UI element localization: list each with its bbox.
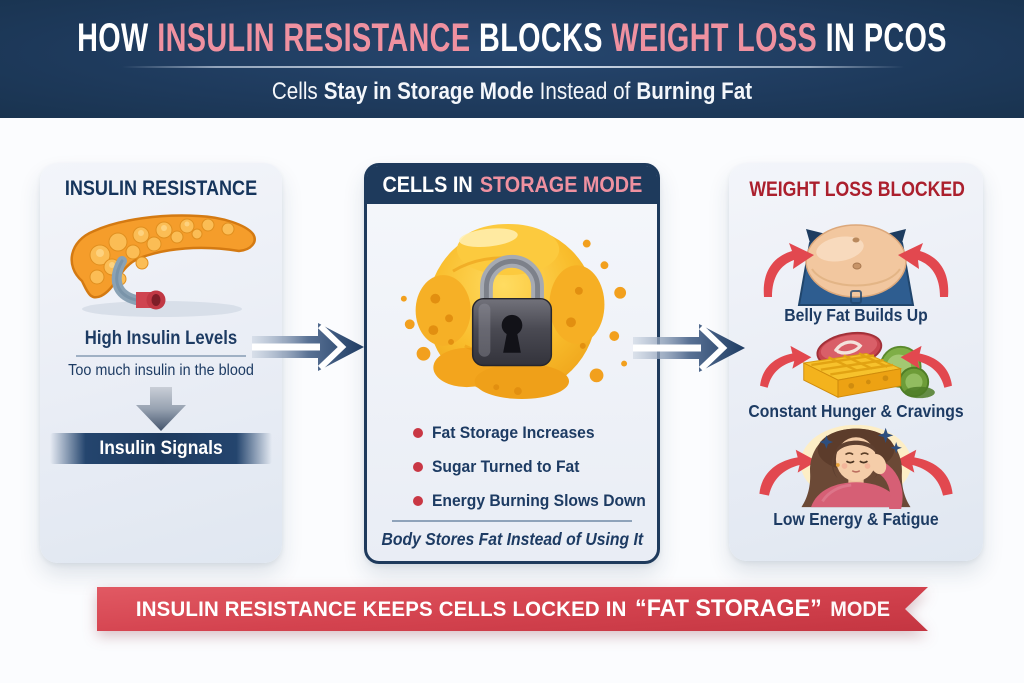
flow-arrow-icon: [252, 323, 364, 371]
title-seg-blocks: BLOCKS: [479, 16, 603, 60]
belly-label: Belly Fat Builds Up: [784, 305, 928, 325]
subtitle-seg-instead: Instead of: [539, 78, 631, 105]
storage-title-cells-in: CELLS IN: [382, 172, 473, 197]
padlock-icon: [471, 254, 553, 367]
subtitle-seg-burning-fat: Burning Fat: [636, 78, 753, 105]
title-seg-how: HOW: [77, 16, 149, 60]
panel-insulin-resistance: INSULIN RESISTANCE High Insulin Levels: [40, 163, 282, 563]
title-seg-weight-loss: WEIGHT LOSS: [611, 16, 818, 60]
panel-weight-loss-blocked: WEIGHT LOSS BLOCKED Belly Fat Builds Up: [729, 163, 983, 561]
storage-caption: Body Stores Fat Instead of Using It: [381, 529, 644, 549]
fat-droplets: [400, 239, 628, 383]
hunger-label: Constant Hunger & Cravings: [748, 401, 964, 421]
header-divider: [122, 66, 904, 68]
ribbon-text-main: INSULIN RESISTANCE KEEPS CELLS LOCKED IN: [135, 597, 627, 621]
title-seg-pcos: PCOS: [863, 16, 947, 60]
storage-bullet-list: Fat Storage Increases Sugar Turned to Fa…: [413, 423, 664, 511]
page-subtitle: Cells Stay in Storage Mode Instead of Bu…: [72, 78, 953, 106]
fat-cell-padlock-illustration: [400, 223, 628, 399]
storage-title-storage-mode: STORAGE MODE: [479, 172, 642, 197]
panel-insulin-resistance-title: INSULIN RESISTANCE: [64, 177, 258, 200]
title-seg-in: IN: [825, 16, 856, 60]
bullet-text: Energy Burning Slows Down: [432, 491, 646, 510]
sparkle-icons: [819, 427, 902, 454]
high-insulin-heading: High Insulin Levels: [84, 328, 238, 349]
ribbon-text-mode: MODE: [829, 598, 890, 621]
bullet-text: Sugar Turned to Fat: [432, 457, 580, 476]
ribbon-banner: INSULIN RESISTANCE KEEPS CELLS LOCKED IN…: [97, 587, 928, 631]
subtitle-seg-storage-mode: Stay in Storage Mode: [323, 78, 534, 105]
insulin-description: Too much insulin in the blood: [68, 362, 254, 379]
header-band: HOW INSULIN RESISTANCE BLOCKS WEIGHT LOS…: [0, 0, 1024, 118]
bullet-dot: [413, 462, 423, 472]
panel-storage-mode: CELLS IN STORAGE MODE: [364, 163, 660, 564]
bullet-item: Sugar Turned to Fat: [413, 457, 664, 477]
fatigue-label: Low Energy & Fatigue: [773, 509, 939, 529]
pancreas-illustration: [70, 214, 256, 317]
title-seg-insulin-resistance: INSULIN RESISTANCE: [157, 16, 471, 60]
bullet-item: Fat Storage Increases: [413, 423, 664, 443]
food-illustration: [760, 331, 952, 399]
flow-arrow-icon: [633, 324, 745, 372]
ribbon-text-fat-storage: “FAT STORAGE”: [634, 595, 822, 622]
tired-woman-illustration: [759, 424, 953, 509]
insulin-signals-banner: Insulin Signals: [49, 433, 273, 464]
belly-illustration: [763, 224, 949, 306]
footer-ribbon: INSULIN RESISTANCE KEEPS CELLS LOCKED IN…: [97, 587, 928, 631]
subtitle-seg-cells: Cells: [271, 78, 318, 105]
down-arrow-icon: [136, 387, 186, 431]
weight-loss-title: WEIGHT LOSS BLOCKED: [749, 178, 965, 201]
page-title: HOW INSULIN RESISTANCE BLOCKS WEIGHT LOS…: [77, 16, 946, 61]
bullet-dot: [413, 428, 423, 438]
bullet-item: Energy Burning Slows Down: [413, 491, 664, 511]
bullet-dot: [413, 496, 423, 506]
bullet-text: Fat Storage Increases: [432, 423, 595, 442]
storage-mode-header: CELLS IN STORAGE MODE: [367, 166, 657, 204]
storage-divider: [392, 520, 632, 522]
insulin-signals-label: Insulin Signals: [99, 437, 223, 459]
heading-underline: [76, 355, 246, 357]
